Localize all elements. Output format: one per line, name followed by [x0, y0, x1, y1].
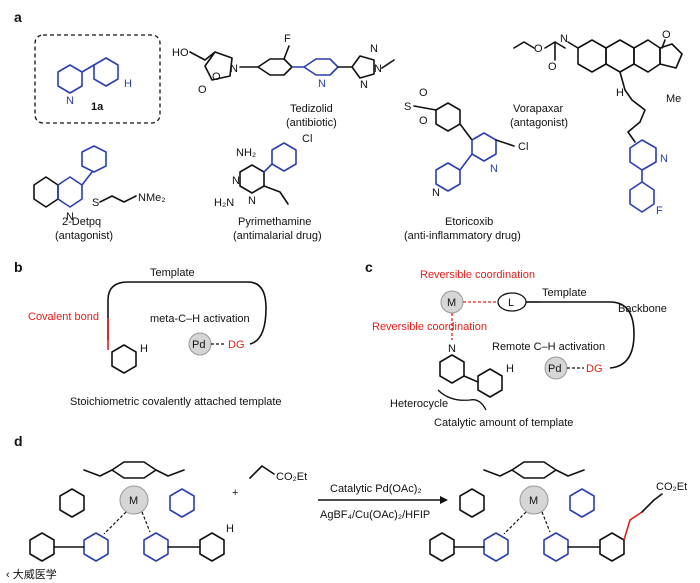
covalent-bond-label: Covalent bond [28, 311, 99, 323]
svg-text:Reversible coordination: Reversible coordination [372, 321, 487, 333]
svg-text:H: H [616, 87, 624, 99]
compound-1a: N H 1a [34, 34, 161, 124]
conditions-top: Catalytic Pd(OAc)₂ [330, 483, 422, 495]
etoricoxib-structure: O S O Cl N N Etoricoxib (anti-inflammato… [404, 87, 528, 242]
svg-text:N: N [370, 43, 378, 55]
panel-b-scheme: Template Covalent bond meta-C–H activati… [28, 267, 282, 408]
svg-text:M: M [529, 495, 538, 507]
svg-text:Cl: Cl [302, 133, 312, 145]
svg-text:CO₂Et: CO₂Et [276, 471, 307, 483]
panel-c-caption: Catalytic amount of template [434, 417, 573, 429]
atom-n: N [66, 95, 74, 107]
svg-text:Cl: Cl [518, 141, 528, 153]
svg-text:CO₂Et: CO₂Et [656, 481, 687, 493]
svg-text:DG: DG [228, 339, 245, 351]
svg-text:Remote C–H activation: Remote C–H activation [492, 341, 605, 353]
svg-text:O: O [548, 61, 557, 73]
svg-text:O: O [419, 115, 428, 127]
svg-text:O: O [212, 71, 221, 83]
svg-text:F: F [284, 33, 291, 45]
svg-text:M: M [447, 297, 456, 309]
svg-text:N: N [360, 79, 368, 91]
svg-text:N: N [374, 63, 382, 75]
svg-text:N: N [318, 78, 326, 90]
tedizolid-role: (antibiotic) [286, 117, 337, 129]
svg-text:H₂N: H₂N [214, 197, 234, 209]
etoricoxib-name: Etoricoxib [445, 216, 493, 228]
svg-text:Pd: Pd [192, 339, 205, 351]
pyrimethamine-name: Pyrimethamine [238, 216, 311, 228]
svg-text:H: H [506, 363, 514, 375]
compound-1a-name: 1a [91, 101, 104, 113]
panel-b-label: b [14, 259, 23, 275]
svg-text:Backbone: Backbone [618, 303, 667, 315]
svg-text:M: M [129, 495, 138, 507]
detpq-role: (antagonist) [55, 230, 113, 242]
panel-d-left-complex: M H [29, 461, 234, 562]
svg-text:S: S [92, 197, 99, 209]
svg-text:N: N [432, 187, 440, 199]
svg-text:NMe₂: NMe₂ [138, 192, 166, 204]
svg-text:NH₂: NH₂ [236, 147, 256, 159]
panel-d-label: d [14, 433, 23, 449]
acrylate-reagent: CO₂Et [249, 465, 307, 483]
etoricoxib-role: (anti-inflammatory drug) [404, 230, 521, 242]
svg-text:N: N [66, 211, 74, 223]
tedizolid-structure: HO N O O F N N N N Tedizolid (antibiotic… [172, 33, 395, 129]
detpq-structure: N S NMe₂ 2-Detpq (antagonist) [33, 145, 166, 242]
svg-text:Heterocycle: Heterocycle [390, 398, 448, 410]
pyrimethamine-role: (antimalarial drug) [233, 230, 322, 242]
svg-text:DG: DG [586, 363, 603, 375]
svg-text:Reversible coordination: Reversible coordination [420, 269, 535, 281]
svg-text:N: N [660, 153, 668, 165]
svg-text:N: N [560, 33, 568, 45]
svg-text:N: N [248, 195, 256, 207]
plus-sign: + [232, 487, 238, 499]
svg-text:L: L [508, 297, 514, 309]
svg-text:N: N [230, 63, 238, 75]
svg-text:N: N [448, 343, 456, 355]
svg-text:O: O [419, 87, 428, 99]
svg-text:O: O [198, 84, 207, 96]
panel-c-scheme: Reversible coordination M L Template Bac… [372, 269, 667, 429]
svg-text:N: N [490, 163, 498, 175]
meta-activation-label: meta-C–H activation [150, 313, 250, 325]
atom-h: H [124, 78, 132, 90]
svg-text:N: N [232, 175, 240, 187]
template-label: Template [150, 267, 195, 279]
panel-b-caption: Stoichiometric covalently attached templ… [70, 396, 282, 408]
conditions-bottom: AgBF₄/Cu(OAc)₂/HFIP [320, 509, 430, 521]
svg-text:O: O [534, 43, 543, 55]
reaction-arrow: Catalytic Pd(OAc)₂ AgBF₄/Cu(OAc)₂/HFIP [318, 483, 448, 521]
vorapaxar-role: (antagonist) [510, 117, 568, 129]
vorapaxar-structure: O O N O H Me N F Vorapaxar (antagonist) [510, 29, 683, 217]
panel-a-label: a [14, 9, 22, 25]
watermark: ‹ 大威医学 [6, 567, 57, 581]
detpq-name: 2-Detpq [62, 216, 101, 228]
svg-text:S: S [404, 101, 411, 113]
pyrimethamine-structure: NH₂ H₂N N N Cl Pyrimethamine (antimalari… [214, 133, 322, 242]
panel-c-label: c [365, 259, 373, 275]
panel-d-product-complex: M CO₂Et [429, 461, 687, 562]
svg-text:Template: Template [542, 287, 587, 299]
svg-text:F: F [656, 205, 663, 217]
svg-text:HO: HO [172, 47, 189, 59]
vorapaxar-name: Vorapaxar [513, 103, 563, 115]
svg-text:H: H [140, 343, 148, 355]
svg-text:O: O [662, 29, 671, 41]
tedizolid-name: Tedizolid [290, 103, 333, 115]
svg-text:H: H [226, 523, 234, 535]
svg-text:Pd: Pd [548, 363, 561, 375]
svg-text:Me: Me [666, 93, 681, 105]
